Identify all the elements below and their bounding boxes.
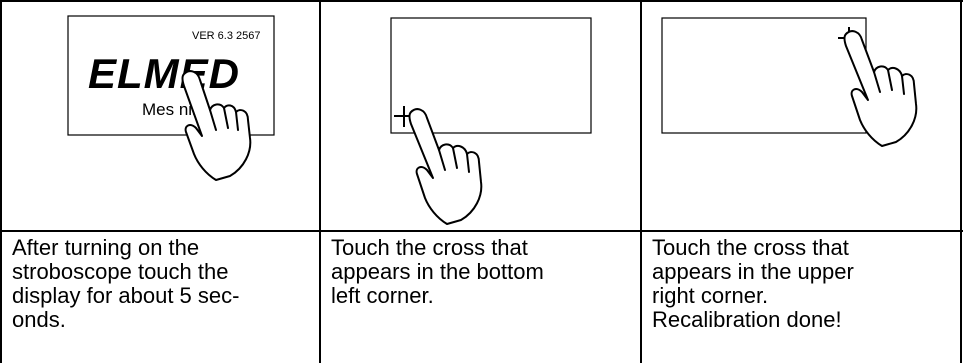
- upper-right-cross-figure: [642, 6, 960, 226]
- table-bottom-rule: [0, 0, 963, 2]
- step-1-description: After turning on the stroboscope touch t…: [12, 236, 312, 332]
- display-outline: [662, 18, 866, 133]
- bottom-left-cross-figure: [321, 6, 640, 226]
- table-right-border: [960, 0, 962, 363]
- table-row-divider: [0, 230, 963, 232]
- startup-screen-figure: VER 6.3 2567 ELMED Mes nik: [2, 6, 319, 226]
- startup-screen-illustration: VER 6.3 2567 ELMED Mes nik: [2, 6, 319, 226]
- bottom-left-cross-illustration: [321, 6, 640, 226]
- version-label: VER 6.3 2567: [192, 30, 261, 42]
- upper-right-cross-illustration: [642, 6, 960, 226]
- brand-logo: ELMED: [88, 50, 240, 97]
- step-2-description: Touch the cross that appears in the bott…: [331, 236, 631, 308]
- step-3-description: Touch the cross that appears in the uppe…: [652, 236, 952, 332]
